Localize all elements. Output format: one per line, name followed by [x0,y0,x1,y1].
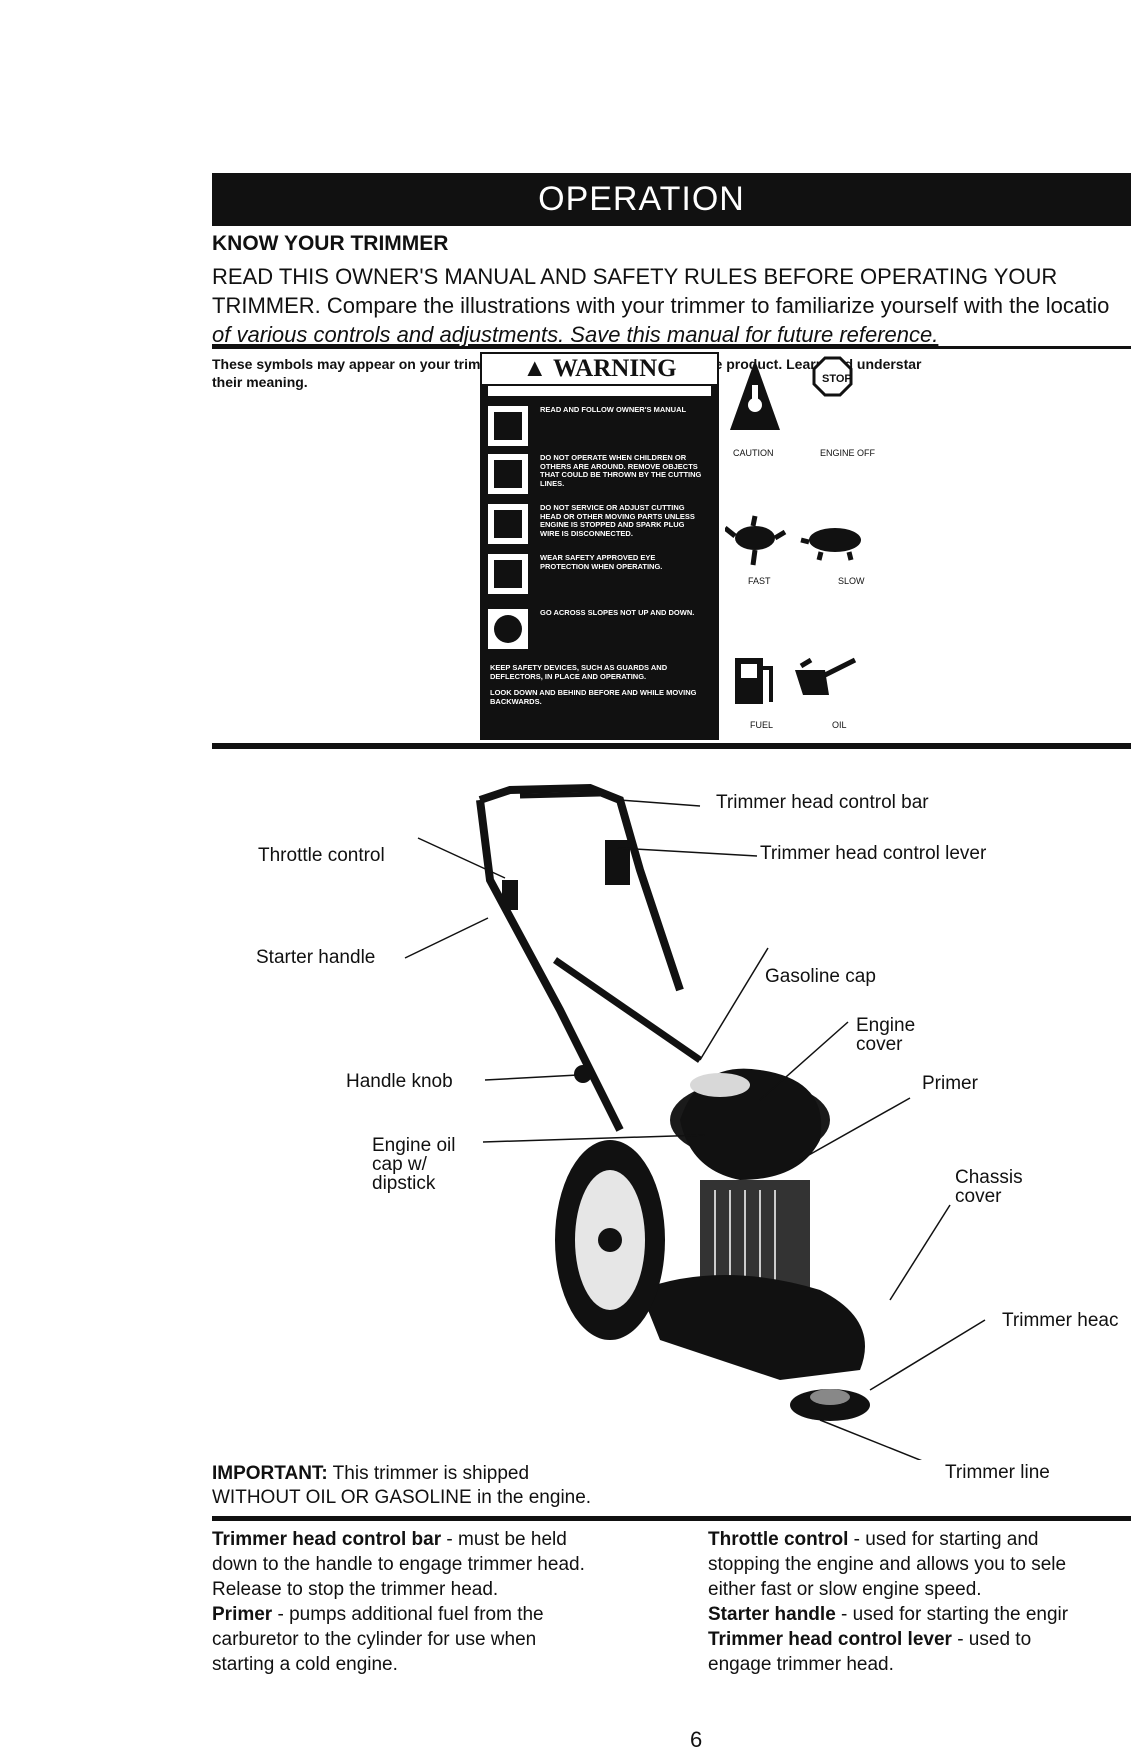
symbols-labels: STOP [822,373,852,385]
oil-label: OIL [832,720,847,730]
callout-trimmer-line: Trimmer line [945,1462,1050,1483]
important-label: IMPORTANT: [212,1463,328,1484]
callout-oil-cap: Engine oil cap w/ dipstick [372,1135,456,1194]
oil-can-icon [795,657,857,695]
caution-label: CAUTION [733,448,774,458]
fuel-label: FUEL [750,720,774,730]
term-control-lever: Trimmer head control lever [708,1629,952,1650]
callout-gas-cap: Gasoline cap [765,966,876,987]
intro-paragraph: READ THIS OWNER'S MANUAL AND SAFETY RULE… [212,262,1109,349]
stop-icon [812,356,853,397]
term-primer: Primer [212,1604,273,1625]
stop-text: STOP [822,373,852,385]
divider [212,1516,1131,1521]
fast-icon [725,515,787,566]
banner-title: OPERATION [538,180,745,218]
callout-primer: Primer [922,1073,978,1094]
warning-subtitle-bar [488,386,711,396]
divider [212,346,1131,349]
callout-throttle: Throttle control [258,845,385,866]
right-descriptions: Throttle control - used for starting and… [708,1529,1069,1675]
trimmer-illustration [404,783,986,1460]
fast-label: FAST [748,576,771,586]
hand-hazard-icon [488,504,528,544]
callout-engine-cover: Engine cover [856,1015,916,1055]
warning-label: ▲ WARNING READ AND FOLLOW OWNER'S MANUAL… [480,352,719,740]
symbols-panel [725,356,861,704]
engine-off-label: ENGINE OFF [820,448,876,458]
left-descriptions: Trimmer head control bar - must be held … [212,1529,585,1675]
eye-protection-icon [488,554,528,594]
section-banner: OPERATION [212,173,1131,226]
callout-chassis-cover: Chassis cover [955,1167,1023,1207]
slow-label: SLOW [838,576,865,586]
intro-line-3: of various controls and adjustments. Sav… [212,322,939,347]
warning-item: LOOK DOWN AND BEHIND BEFORE AND WHILE MO… [490,688,697,706]
important-note: IMPORTANT: This trimmer is shipped WITHO… [212,1463,592,1508]
callout-leaders [404,799,986,1460]
callout-handle-knob: Handle knob [346,1071,453,1092]
section-heading: KNOW YOUR TRIMMER [212,232,449,255]
warning-title: ▲ WARNING [482,354,717,384]
slow-icon [800,528,861,561]
callout-trimmer-head: Trimmer heac [1002,1310,1119,1331]
term-control-bar: Trimmer head control bar [212,1529,442,1550]
caution-icon [730,360,780,430]
term-starter: Starter handle [708,1604,836,1625]
page-number: 6 [690,1727,703,1752]
symbols-note-line-2: their meaning. [212,374,308,390]
intro-line-2: TRIMMER. Compare the illustrations with … [212,293,1110,318]
manual-icon [488,406,528,446]
intro-line-1: READ THIS OWNER'S MANUAL AND SAFETY RULE… [212,264,1058,289]
term-throttle: Throttle control [708,1529,849,1550]
fuel-icon [735,658,773,704]
callout-control-lever: Trimmer head control lever [760,843,987,864]
callout-starter: Starter handle [256,947,376,968]
divider [212,743,1131,749]
callout-control-bar: Trimmer head control bar [716,792,929,813]
thrown-object-icon [488,454,528,494]
slope-icon [488,609,528,649]
warning-item: KEEP SAFETY DEVICES, SUCH AS GUARDS AND … [490,663,668,681]
